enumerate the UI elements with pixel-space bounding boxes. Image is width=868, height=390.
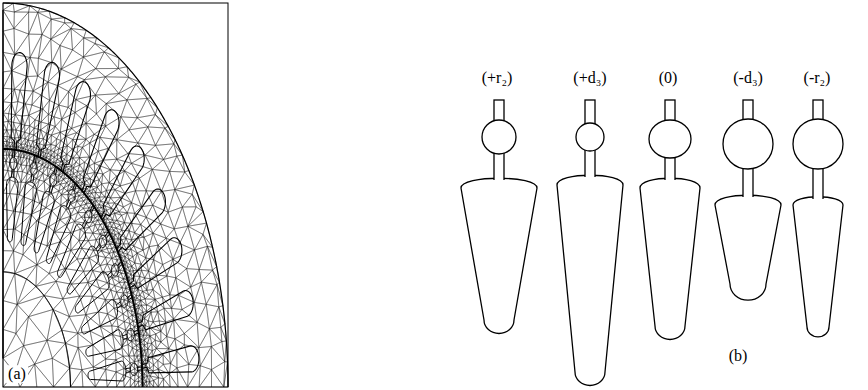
rotor-slot [21,155,37,245]
shaft-edge [3,272,71,387]
variant-label: (+d₃) [573,69,606,87]
rotor-slot [34,166,57,252]
air-gap [3,149,143,387]
variant-label: (-d₃) [733,69,763,87]
variant-label: (0) [659,69,678,87]
rotor-slot [75,261,122,313]
rotor-slot [82,294,133,333]
stator-slot [11,53,27,150]
rotor-slot [7,150,19,242]
variant-label: (-r₂) [804,69,831,87]
stator-slot [101,146,144,220]
stator-slot [142,346,199,373]
rotor-slot [67,231,109,294]
stator-slot [117,189,166,252]
rotor-slot [46,183,76,263]
variant-label: (+r₂) [482,69,513,87]
stator-slot [36,62,59,157]
stator-slot [61,82,91,172]
fe-mesh [3,3,228,387]
stator-outer-edge [3,3,228,387]
panel-frame [3,3,228,387]
rotor-bar-shape [793,100,843,337]
rotor-bar-shape [715,100,781,300]
rotor-bar-shape [640,100,700,340]
rotor-slot [88,361,142,381]
rotor-slot [86,329,139,357]
panel-label: (a) [6,365,28,383]
rotor-slot [58,205,95,277]
rotor-bar-shape [461,100,537,334]
stator-slot [137,291,193,330]
panel-label: (b) [729,347,748,365]
stator-slot [129,238,182,289]
rotor-bar-shape [557,100,623,386]
stator-slot [82,110,119,193]
